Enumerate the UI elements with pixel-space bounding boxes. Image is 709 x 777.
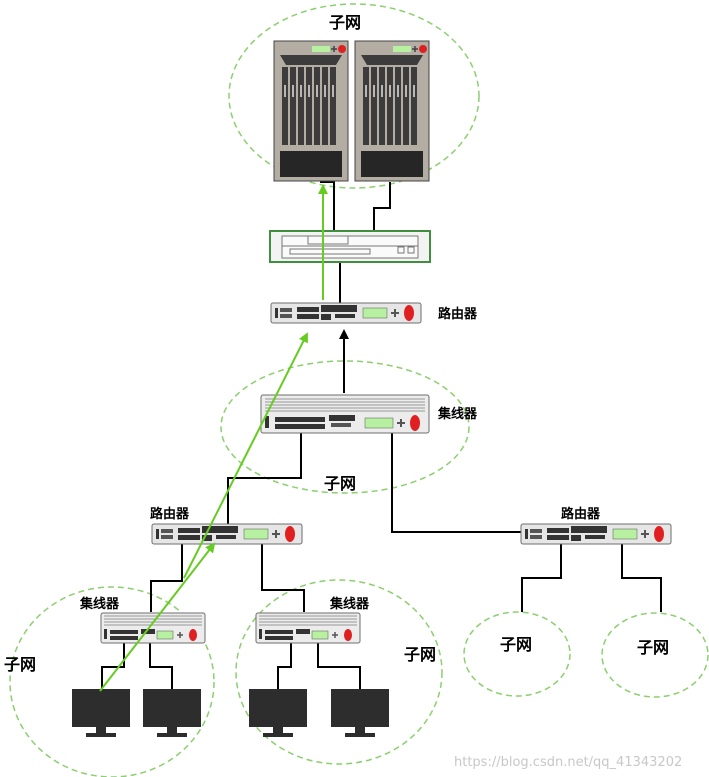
subnet-label-bottom-left: 子网 (4, 655, 36, 674)
subnet-right-1-ellipse (463, 611, 571, 697)
subnet-label-middle: 子网 (324, 474, 356, 493)
router-icon (270, 302, 422, 324)
subnet-bottom-left-ellipse (9, 586, 215, 777)
monitor-icon (331, 689, 389, 737)
link-hub-left-router (227, 433, 302, 524)
link-hub-right-router (391, 433, 523, 533)
hub-label-left: 集线器 (79, 596, 120, 612)
link-right-router-subnet1 (521, 543, 562, 612)
hub-label-center: 集线器 (329, 596, 370, 612)
link-left-router-hub-left (150, 543, 183, 612)
server-rack-icon (354, 40, 430, 182)
subnet-label-top: 子网 (329, 13, 361, 32)
router-label-left: 路由器 (150, 506, 190, 522)
hub-icon (260, 394, 430, 434)
subnet-label-right-1: 子网 (500, 635, 532, 654)
subnet-label-bottom-center: 子网 (404, 645, 436, 664)
router-icon (151, 523, 303, 545)
path-arrow-router-to-router (183, 332, 308, 579)
link-hub-left-pc1 (101, 642, 125, 689)
subnet-middle-ellipse (220, 360, 470, 494)
server-rack-icon (273, 40, 349, 182)
monitor-icon (249, 689, 307, 737)
hub-icon (255, 612, 361, 644)
monitor-icon (72, 689, 130, 737)
link-rack1-switch (320, 181, 335, 230)
monitor-icon (143, 689, 201, 737)
switch-icon (269, 230, 431, 263)
link-left-router-hub-center (261, 543, 305, 612)
subnet-label-right-2: 子网 (637, 638, 669, 657)
subnet-top-ellipse (228, 3, 480, 189)
path-arrow-pc-to-router (99, 542, 216, 692)
link-hub-left-pc2 (149, 642, 173, 689)
watermark: https://blog.csdn.net/qq_41343202 (454, 755, 682, 770)
router-label-top: 路由器 (438, 306, 478, 322)
router-label-right: 路由器 (561, 506, 601, 522)
router-icon (520, 523, 672, 545)
link-right-router-subnet2 (621, 543, 662, 612)
link-rack2-switch (373, 182, 391, 230)
link-hub-center-pc2 (317, 642, 361, 689)
subnet-right-2-ellipse (601, 612, 709, 698)
hub-label-top: 集线器 (437, 406, 478, 422)
link-hub-center-pc1 (277, 642, 292, 689)
hub-icon (100, 612, 206, 644)
subnet-bottom-center-ellipse (235, 579, 443, 765)
